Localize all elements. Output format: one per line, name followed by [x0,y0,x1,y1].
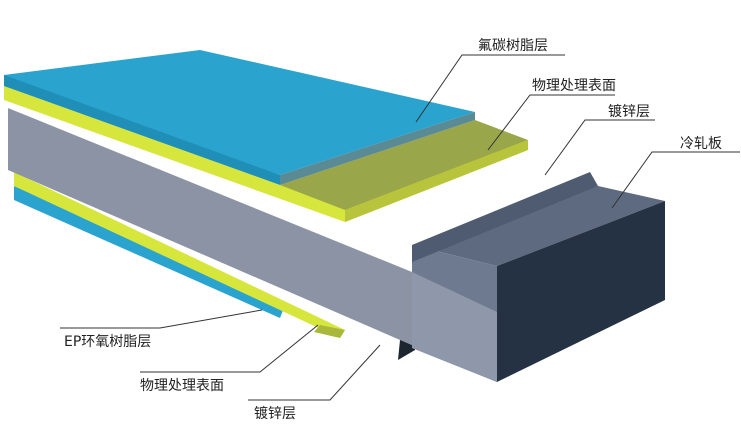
steel-block-side [497,201,665,382]
leader-top-fluorocarbon [415,54,565,123]
top-fluorocarbon-edge [280,112,475,185]
leader-bottom-epoxy [60,309,263,329]
top-galvanized-layer [8,100,412,262]
label-bottom-treatment: 物理处理表面 [140,378,224,394]
label-top-fluorocarbon: 氟碳树脂层 [478,38,548,54]
steel-block-front-shade [412,272,497,382]
leader-bottom-galvanized [248,344,381,401]
label-top-treatment: 物理处理表面 [532,78,616,94]
top-fluorocarbon-layer [4,50,475,175]
label-bottom-galvanized: 镀锌层 [254,405,296,422]
leader-top-galvanized [544,119,655,176]
leader-base-steel [611,151,740,209]
bottom-epoxy-layer [14,186,285,318]
steel-core-front [8,108,497,382]
label-top-galvanized: 镀锌层 [608,103,650,120]
leader-bottom-treatment [140,324,319,373]
label-base-steel: 冷轧板 [680,136,722,152]
top-fluorocarbon-front-edge [4,75,280,185]
leader-top-treatment [487,94,615,151]
top-treatment-edge [345,140,528,222]
steel-block-top [412,186,665,266]
bottom-treatment-layer [14,172,345,338]
steel-lip [412,172,598,262]
top-treatment-exposed [280,120,528,210]
label-bottom-epoxy: EP环氧树脂层 [64,334,151,350]
bottom-treatment-edge [314,325,345,338]
